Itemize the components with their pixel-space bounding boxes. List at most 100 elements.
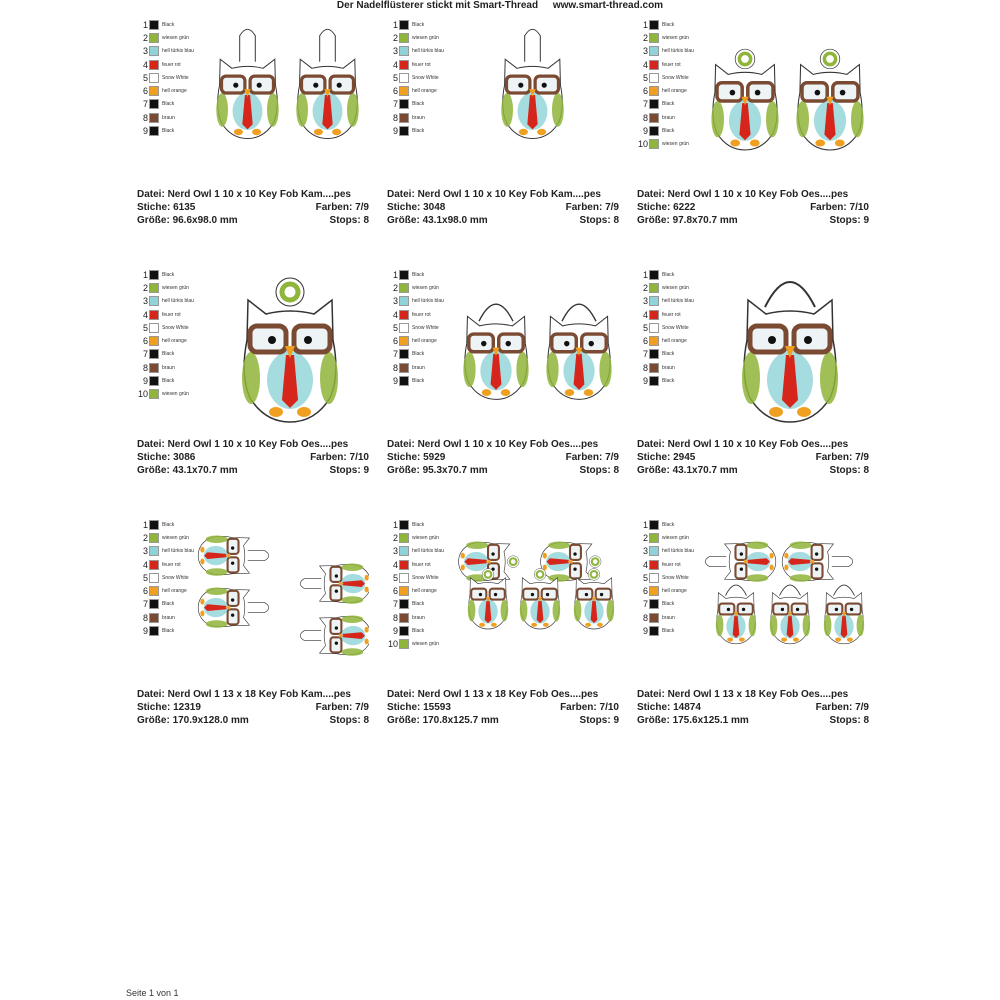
file-line: Datei: Nerd Owl 1 10 x 10 Key Fob Kam...…: [387, 189, 601, 200]
color-name: wiesen grün: [412, 284, 439, 291]
size-line: Größe: 43.1x70.7 mm: [137, 465, 238, 476]
color-swatch: [149, 72, 159, 83]
stitches-line: Stiche: 3048: [387, 202, 446, 213]
color-name: hell türkis blau: [662, 298, 694, 305]
stitches-line: Stiche: 6222: [637, 202, 696, 213]
color-swatch: [399, 72, 409, 83]
color-swatch: [399, 362, 409, 373]
design-size: 43.1x70.7 mm: [172, 465, 238, 476]
stitch-count: 2945: [673, 452, 696, 463]
file-name: Nerd Owl 1 13 x 18 Key Fob Oes....pes: [417, 689, 599, 700]
color-swatch: [149, 46, 159, 57]
color-count: 7/9: [855, 702, 869, 713]
design-preview: [501, 28, 564, 139]
stitch-count: 6222: [673, 202, 696, 213]
color-name: hell orange: [412, 588, 437, 595]
color-swatch: [649, 599, 659, 610]
color-swatch: [649, 86, 659, 97]
design-size: 96.6x98.0 mm: [172, 215, 238, 226]
design-info: Datei: Nerd Owl 1 10 x 10 Key Fob Oes...…: [637, 188, 869, 227]
design-preview: [742, 281, 838, 423]
color-swatch: [149, 572, 159, 583]
stops-line: Stops: 8: [329, 215, 369, 226]
color-swatch: [149, 612, 159, 623]
color-name: wiesen grün: [162, 391, 189, 398]
stop-count: 8: [363, 215, 369, 226]
stitch-count: 14874: [673, 702, 701, 713]
color-number: 3: [392, 546, 398, 557]
color-swatch: [149, 336, 159, 347]
color-number: 9: [642, 626, 648, 637]
color-swatch: [399, 112, 409, 123]
color-name: Black: [662, 521, 675, 528]
color-name: Black: [412, 601, 425, 608]
color-count: 7/9: [855, 452, 869, 463]
color-name: Black: [162, 128, 175, 135]
color-number: 2: [642, 282, 648, 293]
design-info: Datei: Nerd Owl 1 13 x 18 Key Fob Oes...…: [387, 688, 619, 727]
color-name: Black: [662, 21, 675, 28]
stitches-line: Stiche: 2945: [637, 452, 696, 463]
color-swatch: [649, 99, 659, 110]
color-swatch: [649, 139, 659, 150]
color-name: hell türkis blau: [412, 298, 444, 305]
colors-line: Farben: 7/9: [815, 702, 869, 713]
stop-count: 9: [613, 715, 619, 726]
color-name: feuer rot: [412, 61, 431, 68]
color-name: Snow White: [162, 74, 189, 81]
file-line: Datei: Nerd Owl 1 13 x 18 Key Fob Oes...…: [387, 689, 599, 700]
design-preview: [458, 541, 615, 630]
color-name: wiesen grün: [162, 284, 189, 291]
color-swatch: [149, 99, 159, 110]
design-preview: [711, 48, 864, 151]
color-swatch: [399, 612, 409, 623]
color-number: 5: [392, 72, 398, 83]
color-name: Black: [662, 351, 675, 358]
color-number: 9: [142, 626, 148, 637]
color-name: braun: [662, 364, 675, 371]
design-preview: [197, 535, 369, 656]
color-name: Black: [162, 521, 175, 528]
color-name: Snow White: [162, 574, 189, 581]
color-name: Black: [412, 351, 425, 358]
color-number: 6: [392, 86, 398, 97]
color-number: 2: [642, 532, 648, 543]
color-swatch: [649, 519, 659, 530]
color-number: 4: [642, 59, 648, 70]
header-url[interactable]: www.smart-thread.com: [552, 0, 664, 11]
stitches-line: Stiche: 12319: [137, 702, 201, 713]
